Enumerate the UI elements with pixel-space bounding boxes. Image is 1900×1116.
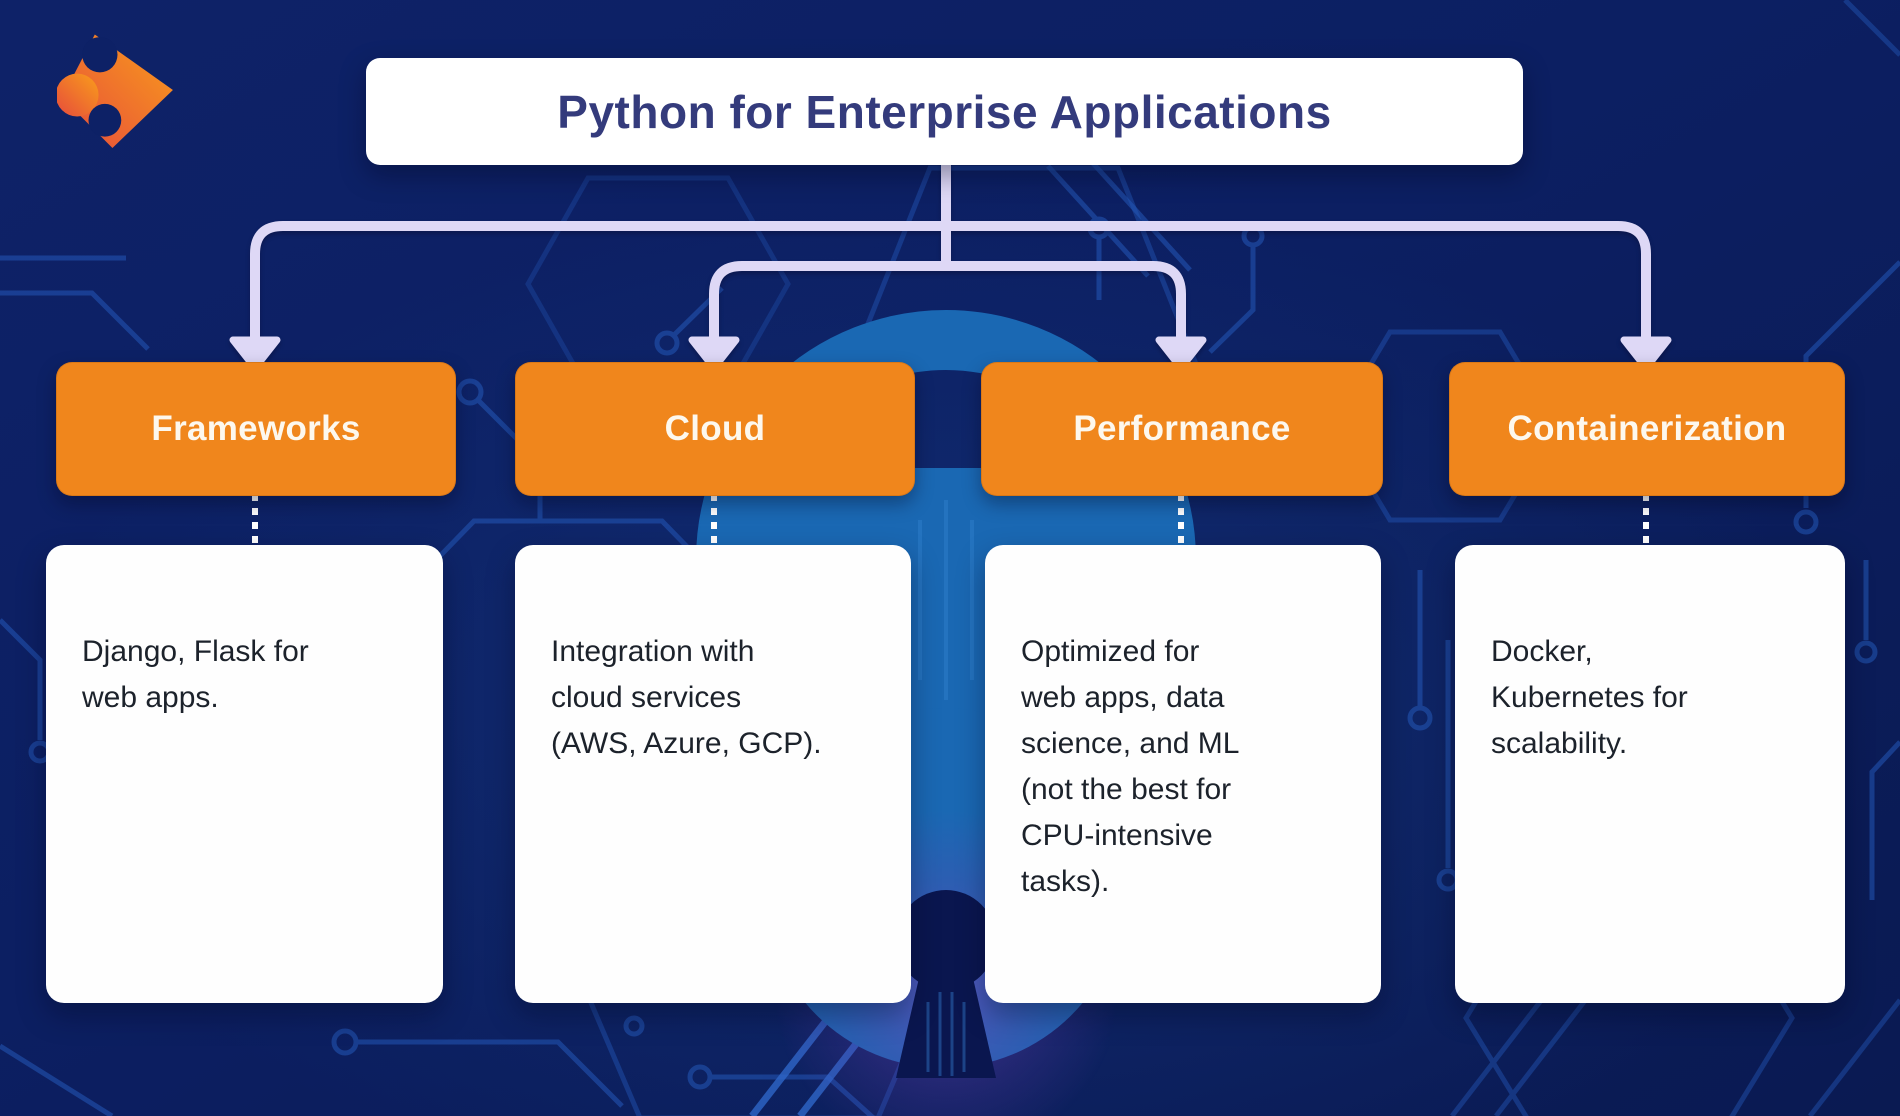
connector-outer: [250, 221, 1651, 351]
dotted-connector: [1178, 494, 1184, 544]
arrow-down-icon: [688, 336, 740, 372]
title-card: Python for Enterprise Applications: [366, 58, 1523, 165]
branch-header-performance: Performance: [981, 362, 1383, 496]
brand-logo-icon: [55, 27, 183, 153]
branch-description: Docker, Kubernetes for scalability.: [1491, 635, 1688, 760]
page-title: Python for Enterprise Applications: [557, 85, 1332, 138]
branch-card-performance: Optimized for web apps, data science, an…: [985, 545, 1381, 1003]
dotted-connector: [252, 494, 258, 544]
dotted-connector: [1643, 494, 1649, 544]
branch-label: Performance: [1073, 409, 1291, 448]
branch-card-frameworks: Django, Flask for web apps.: [46, 545, 443, 1003]
branch-label: Frameworks: [151, 409, 361, 448]
branch-label: Containerization: [1507, 409, 1787, 448]
branch-card-containerization: Docker, Kubernetes for scalability.: [1455, 545, 1845, 1003]
keyhole-icon: [896, 890, 996, 1078]
branch-header-cloud: Cloud: [515, 362, 915, 496]
connector-inner: [709, 261, 1186, 351]
arrow-down-icon: [1155, 336, 1207, 372]
branch-header-containerization: Containerization: [1449, 362, 1845, 496]
dotted-connector: [711, 494, 717, 544]
branch-description: Django, Flask for web apps.: [82, 635, 309, 714]
branch-description: Integration with cloud services (AWS, Az…: [551, 635, 822, 760]
arrow-down-icon: [1620, 336, 1672, 372]
branch-card-cloud: Integration with cloud services (AWS, Az…: [515, 545, 911, 1003]
branch-label: Cloud: [664, 409, 766, 448]
arrow-down-icon: [229, 336, 281, 372]
branch-description: Optimized for web apps, data science, an…: [1021, 635, 1240, 898]
branch-header-frameworks: Frameworks: [56, 362, 456, 496]
